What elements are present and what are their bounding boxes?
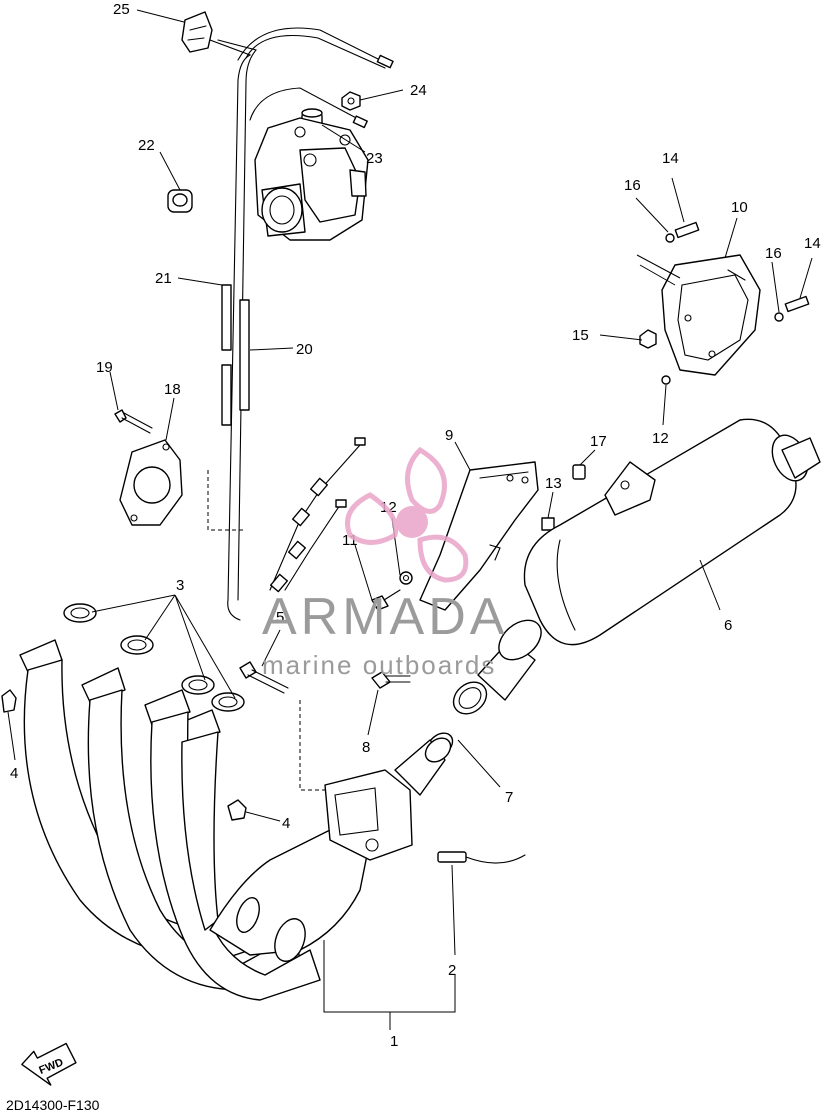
armada-logo-icon <box>345 446 469 583</box>
callout-8: 8 <box>362 739 370 756</box>
collector-box <box>324 737 452 861</box>
callout-25: 25 <box>113 1 130 18</box>
part-4-nut-left <box>1 689 17 713</box>
part-10-end-cap <box>661 254 761 376</box>
callout-24: 24 <box>410 82 427 99</box>
callout-6: 6 <box>724 617 732 634</box>
throttle-cables <box>269 437 366 593</box>
callout-12-upper: 12 <box>652 430 669 447</box>
part-13-clip <box>541 517 555 531</box>
part-25-connector <box>181 11 213 53</box>
leader-lines <box>7 9 813 1030</box>
watermark-tagline: marine outboards <box>262 650 496 680</box>
part-4-nut-right <box>227 799 247 821</box>
callout-numbers: 1 2 3 4 4 5 6 7 8 9 10 11 12 12 13 14 14… <box>10 1 821 1050</box>
callout-5: 5 <box>276 609 284 626</box>
part-6-muffler <box>523 418 821 646</box>
callout-4-right: 4 <box>282 815 290 832</box>
part-5-bolt <box>239 661 289 694</box>
callout-9: 9 <box>445 427 453 444</box>
part-17-clip <box>572 464 586 480</box>
part-14-bolts <box>674 221 810 313</box>
callout-16-top: 16 <box>624 177 641 194</box>
callout-16-right: 16 <box>765 245 782 262</box>
callout-4-left: 4 <box>10 765 18 782</box>
callout-14-right: 14 <box>804 235 821 252</box>
part-12-washer-lower <box>399 571 413 585</box>
callout-14-top: 14 <box>662 150 679 167</box>
callout-15: 15 <box>572 327 589 344</box>
part-20-21-rods <box>221 284 250 426</box>
callout-7: 7 <box>505 789 513 806</box>
callout-10: 10 <box>731 199 748 216</box>
watermark-brand: ARMADA <box>262 588 508 646</box>
fwd-arrow-icon: FWD <box>21 1042 77 1086</box>
callout-3: 3 <box>176 577 184 594</box>
drawing-code: 2D14300-F130 <box>6 1097 100 1113</box>
part-11-bolt <box>371 589 401 611</box>
part-2-o2-sensor <box>437 851 526 864</box>
callout-21: 21 <box>155 270 172 287</box>
part-12-washer-upper <box>661 375 671 385</box>
callout-23: 23 <box>366 150 383 167</box>
control-cable <box>209 27 394 621</box>
callout-18: 18 <box>164 381 181 398</box>
part-19-bolt <box>114 409 153 434</box>
part-16-washers <box>665 233 784 322</box>
callout-2: 2 <box>448 962 456 979</box>
part-8-bolt <box>371 671 411 689</box>
part-18-gasket <box>119 439 183 526</box>
callout-20: 20 <box>296 341 313 358</box>
part-24-nut <box>341 91 361 111</box>
servo-motor-assembly <box>254 117 369 241</box>
callout-17: 17 <box>590 433 607 450</box>
callout-19: 19 <box>96 359 113 376</box>
part-3-gaskets <box>63 603 245 712</box>
callout-13: 13 <box>545 475 562 492</box>
part-22-grommet <box>167 189 193 213</box>
part-9-heat-shield <box>419 461 539 611</box>
callout-22: 22 <box>138 137 155 154</box>
callout-1: 1 <box>390 1033 398 1050</box>
part-15-nut <box>639 329 657 349</box>
part-1-exhaust-headers <box>19 639 371 1001</box>
